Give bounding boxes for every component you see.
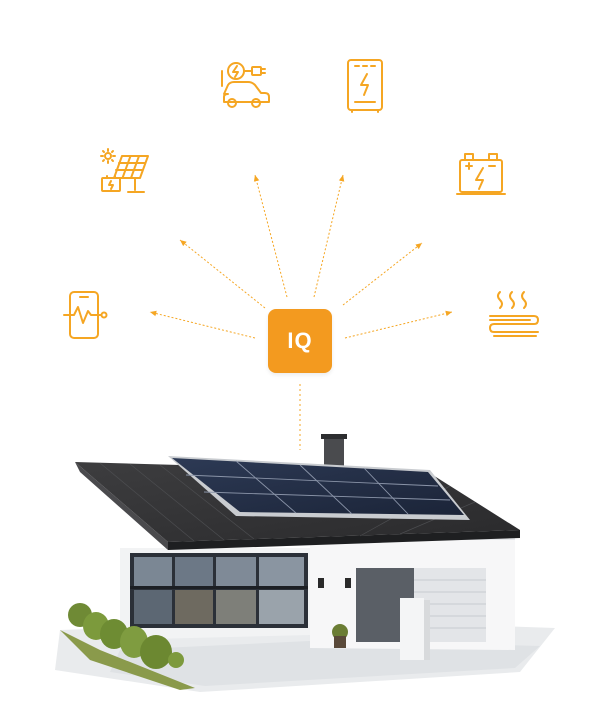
arrow-to-heating [344,310,453,339]
arrow-to-battery [342,242,423,306]
shrubs [68,603,184,669]
arrow-to-ev-charger [253,174,288,298]
living-room-window [130,553,308,628]
smartphone-monitoring-icon [63,291,108,339]
hub-label: IQ [287,328,313,353]
ev-charger-car-icon [221,62,270,108]
lawn-strip [60,630,195,690]
arrow-to-solar-panel [179,239,266,309]
potted-plant [332,624,348,648]
arrow-to-inverter [313,174,345,298]
wall-lamp [345,578,351,588]
wall-lamp [318,578,324,588]
heating-icon [489,291,539,337]
chimney [324,436,344,468]
entrance-pillar [400,598,424,660]
battery-icon [456,153,506,195]
solar-panel-battery-icon [100,148,149,193]
arrow-to-smartphone [149,310,256,339]
solar-panel-array [168,456,470,520]
house-with-solar-panels [55,434,555,692]
connector-arrows [149,174,453,450]
iq-hub: IQ [268,309,332,373]
inverter-icon [347,59,383,113]
